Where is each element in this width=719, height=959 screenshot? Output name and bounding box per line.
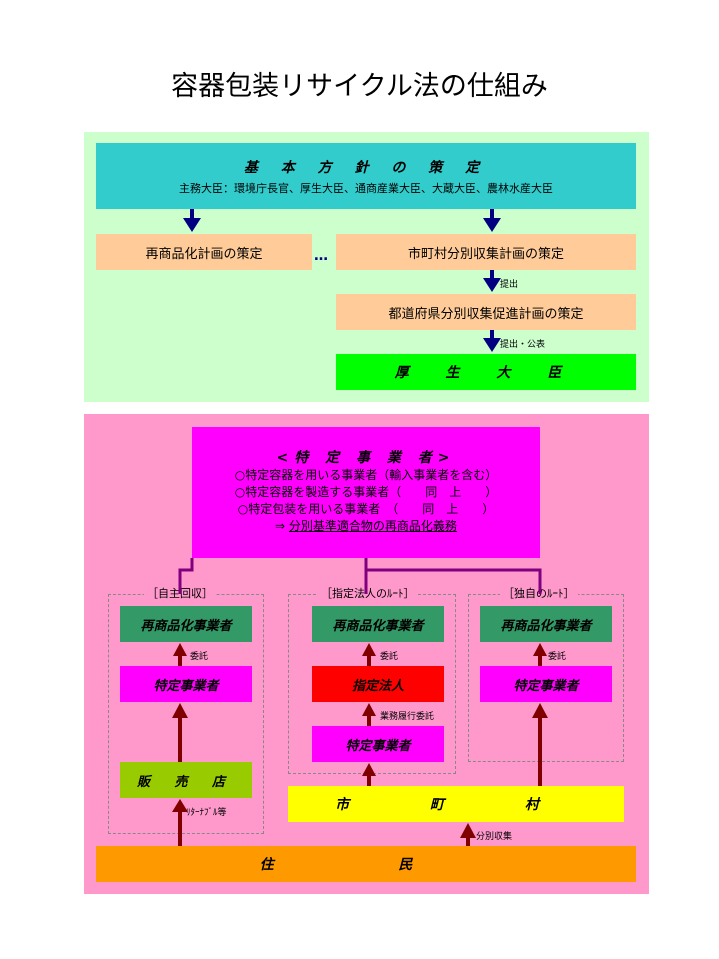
designated-recycler-box: 再商品化事業者 <box>312 606 444 642</box>
self-recycler-box: 再商品化事業者 <box>120 606 252 642</box>
specific-business-box: <特 定 事 業 者> ○特定容器を用いる事業者（輸入事業者を含む） ○特定容器… <box>192 427 540 558</box>
municipality-box: 市 町 村 <box>288 786 624 822</box>
own-entrust-label: 委託 <box>548 652 567 662</box>
business-connector-lines <box>178 558 542 594</box>
basic-policy-title: 基 本 方 針 の 策 定 <box>243 159 489 176</box>
business-line: ○特定容器を製造する事業者（ 同 上 ） <box>234 485 498 499</box>
self-specific-business-box: 特定事業者 <box>120 666 252 702</box>
basic-policy-box: 基 本 方 針 の 策 定 主務大臣：環境庁長官、厚生大臣、通商産業大臣、大蔵大… <box>96 143 636 209</box>
business-line: ○特定容器を用いる事業者（輸入事業者を含む） <box>234 468 498 482</box>
own-specific-business-box: 特定事業者 <box>480 666 612 702</box>
designated-entrust-label: 委託 <box>380 652 399 662</box>
residents-box: 住 民 <box>96 846 636 882</box>
arrow-prefecture-to-minister <box>483 330 501 352</box>
maroon-arrows <box>172 643 548 846</box>
designated-specific-business-box: 特定事業者 <box>312 726 444 762</box>
page-title: 容器包装リサイクル法の仕組み <box>171 71 548 102</box>
submit-publish-label: 提出・公表 <box>500 340 546 350</box>
business-header: <特 定 事 業 者> <box>276 450 456 466</box>
arrow-basic-to-municipal <box>483 209 501 232</box>
submit-label: 提出 <box>500 280 519 290</box>
municipal-plan-box: 市町村分別収集計画の策定 <box>336 234 636 270</box>
designated-corp-box: 指定法人 <box>312 666 444 702</box>
arrow-basic-to-recommercialize <box>183 209 201 232</box>
recommercialize-plan-box: 再商品化計画の策定 <box>96 234 312 270</box>
competent-ministers: 主務大臣：環境庁長官、厚生大臣、通商産業大臣、大蔵大臣、農林水産大臣 <box>179 181 553 195</box>
self-entrust-label: 委託 <box>190 652 209 662</box>
own-recycler-box: 再商品化事業者 <box>480 606 612 642</box>
ellipsis-connector: … <box>314 248 329 264</box>
prefecture-plan-box: 都道府県分別収集促進計画の策定 <box>336 294 636 330</box>
business-duty-line: ⇒ 分別基準適合物の再商品化義務 <box>275 518 457 535</box>
recommercialize-duty: 分別基準適合物の再商品化義務 <box>288 519 457 533</box>
minister-box: 厚 生 大 臣 <box>336 354 636 390</box>
business-entrust-label: 業務履行委託 <box>380 712 435 722</box>
business-line: ○特定包装を用いる事業者 （ 同 上 ） <box>237 502 495 516</box>
arrow-municipal-to-prefecture <box>483 270 501 292</box>
returnable-label: ﾘﾀｰﾅﾌﾞﾙ等 <box>186 808 227 818</box>
implies-symbol: ⇒ <box>275 519 289 533</box>
store-box: 販 売 店 <box>120 762 252 798</box>
separate-collection-label: 分別収集 <box>476 832 513 842</box>
designated-route-label: ［指定法人のﾙｰﾄ］ <box>318 585 418 601</box>
